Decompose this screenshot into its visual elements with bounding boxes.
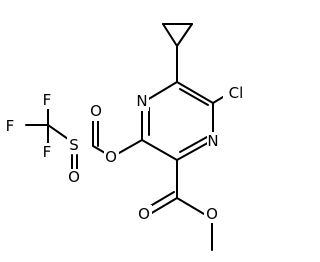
bond-c5-c6-double [179, 88, 209, 106]
atom-n-bottom: N [207, 132, 220, 150]
atom-label-f-top: F [43, 91, 52, 109]
atom-f-top: F [40, 91, 54, 109]
atom-label-o-ester: O [206, 205, 218, 223]
atom-label-o-carbonyl: O [138, 205, 150, 223]
atom-label-f-left: F [6, 117, 15, 135]
atom-labels: Cl N N O S O O F [4, 84, 247, 223]
atom-label-f-bottom: F [43, 143, 52, 161]
atom-s: S [67, 136, 81, 154]
atom-label-s: S [69, 136, 79, 154]
molecule-structure: Cl N N O S O O F [4, 23, 247, 251]
bonds [25, 23, 229, 251]
atom-label-n-top: N [136, 92, 147, 110]
atom-o-ester: O [204, 205, 220, 223]
atom-label-n-bottom: N [207, 132, 218, 150]
bond-c2-c3 [141, 139, 178, 161]
bond-cyclopropyl-3 [176, 23, 193, 47]
atom-f-left: F [4, 117, 18, 136]
bond-cyclopropyl-2 [162, 23, 178, 47]
atom-label-o-triflate: O [105, 148, 117, 166]
atom-o-sulfonyl-upper: O [88, 102, 104, 121]
bond-ester-c-o-carbonyl-1 [149, 197, 178, 215]
atom-o-sulfonyl-lower: O [66, 168, 82, 187]
atom-o-carbonyl: O [136, 205, 152, 223]
bond-ester-c-o [176, 197, 205, 215]
bond-c5-c6 [176, 81, 214, 104]
atom-label-o-sulfonyl-upper: O [90, 102, 102, 120]
atom-cl: Cl [223, 84, 247, 102]
bond-n1-c2-double [179, 136, 208, 153]
atom-label-o-sulfonyl-lower: O [68, 168, 80, 186]
atom-label-cl: Cl [229, 84, 244, 102]
atom-n-top: N [136, 92, 149, 111]
atom-o-triflate: O [104, 148, 119, 167]
atom-f-bottom: F [40, 143, 54, 161]
